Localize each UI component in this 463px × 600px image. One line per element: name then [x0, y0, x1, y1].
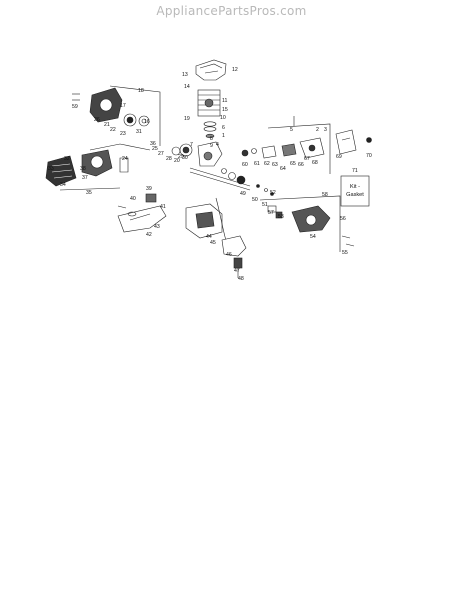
part-number: 6 [222, 125, 225, 131]
part-number: 41 [160, 204, 166, 210]
part-number: 68 [312, 160, 318, 166]
kit-label-line2: Gasket [346, 192, 364, 198]
piston-part [203, 121, 217, 139]
part-number: 59 [72, 104, 78, 110]
starter-housing-part [89, 87, 123, 123]
part-number: 62 [264, 161, 270, 167]
part-number: 35 [86, 190, 92, 196]
part-number: 33 [48, 166, 54, 172]
part-number: 9 [210, 143, 213, 149]
part-number: 5 [290, 127, 293, 133]
part-number: 32 [64, 156, 70, 162]
part-number: 64 [280, 166, 286, 172]
kit-gasket-box: Kit - Gasket [340, 175, 370, 207]
part-number: 52 [270, 190, 276, 196]
part-number: 65 [290, 161, 296, 167]
fuel-tank-part [185, 203, 223, 239]
part-number: 27 [158, 151, 164, 157]
part-number: 61 [254, 161, 260, 167]
side-cover-part [45, 155, 77, 187]
part-number: 15 [222, 107, 228, 113]
part-number: 3 [324, 127, 327, 133]
part-number: 54 [310, 234, 316, 240]
carburetor-part [241, 137, 325, 159]
part-number: 30 [182, 155, 188, 161]
part-number: 13 [182, 72, 188, 78]
part-number: 45 [210, 240, 216, 246]
recoil-pulley-part [123, 113, 150, 127]
part-number: 67 [304, 156, 310, 162]
part-number: 38 [80, 166, 86, 172]
part-number: 26 [94, 117, 100, 123]
part-number: 44 [206, 234, 212, 240]
part-number: 48 [238, 276, 244, 282]
bearing-part [221, 168, 246, 185]
ignition-part [233, 257, 243, 278]
part-number: 69 [336, 154, 342, 160]
part-number: 19 [184, 116, 190, 122]
part-number: 49 [240, 191, 246, 197]
part-number: 4 [216, 142, 219, 148]
part-number: 70 [366, 153, 372, 159]
part-number: 16 [144, 119, 150, 125]
part-number: 43 [154, 224, 160, 230]
flywheel-part [171, 143, 193, 157]
part-number: 63 [272, 162, 278, 168]
part-number: 17 [120, 103, 126, 109]
part-number: 8 [210, 136, 213, 142]
part-number: 58 [322, 192, 328, 198]
part-number: 47 [234, 268, 240, 274]
part-number: 56 [340, 216, 346, 222]
part-number: 14 [184, 84, 190, 90]
part-number: 20 [174, 158, 180, 164]
part-number: 31 [136, 129, 142, 135]
handle-part [117, 193, 167, 233]
part-number: 55 [342, 250, 348, 256]
part-number: 71 [352, 168, 358, 174]
part-number: 66 [298, 162, 304, 168]
part-number: 53 [278, 214, 284, 220]
part-number: 40 [130, 196, 136, 202]
air-filter-part [335, 129, 372, 155]
part-number: 60 [242, 162, 248, 168]
part-number: 39 [146, 186, 152, 192]
part-number: 51 [262, 202, 268, 208]
muffler-part [291, 205, 331, 233]
part-number: 29 [178, 154, 184, 160]
part-number: 42 [146, 232, 152, 238]
part-number: 25 [152, 146, 158, 152]
part-number: 2 [316, 127, 319, 133]
part-number: 28 [166, 156, 172, 162]
part-number: 21 [104, 122, 110, 128]
site-watermark: AppliancePartsPros.com [156, 4, 307, 18]
part-number: 57 [268, 210, 274, 216]
screw-part [72, 93, 355, 247]
part-number: 11 [222, 98, 227, 104]
kit-label-line1: Kit - [350, 184, 360, 190]
part-number: 10 [220, 115, 226, 121]
part-number: 7 [190, 142, 193, 148]
part-number: 18 [138, 88, 144, 94]
part-number: 34 [60, 182, 66, 188]
part-number: 12 [232, 67, 238, 73]
part-number: 1 [222, 133, 225, 139]
part-number: 46 [226, 252, 232, 258]
crankcase-part [197, 141, 223, 167]
part-number-labels: 1 2 3 4 5 6 7 8 9 10 11 12 13 14 15 16 1… [48, 67, 372, 282]
cylinder-part [197, 89, 221, 117]
fan-housing-part [81, 149, 129, 177]
engine-cover-part [195, 59, 227, 81]
part-number: 23 [120, 131, 126, 137]
part-number: 22 [110, 127, 116, 133]
part-number: 36 [150, 141, 156, 147]
part-number: 24 [122, 156, 128, 162]
part-number: 37 [82, 175, 88, 181]
gasket-part [267, 205, 283, 219]
part-number: 50 [252, 197, 258, 203]
